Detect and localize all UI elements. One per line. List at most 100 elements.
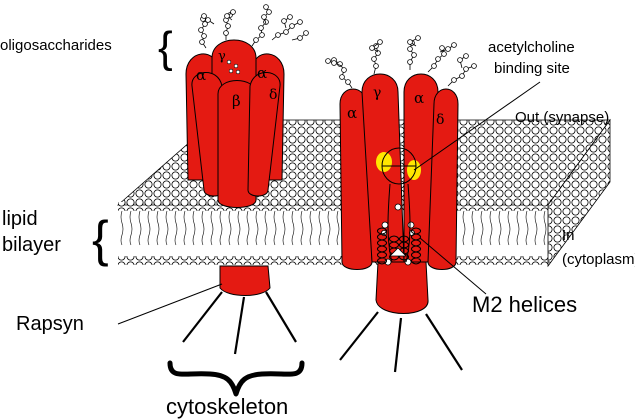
- label-m2-helices: M2 helices: [472, 292, 577, 317]
- lipid-tail: [480, 210, 484, 246]
- right-label-gamma: γ: [373, 85, 381, 101]
- label-rapsyn: Rapsyn: [16, 313, 84, 335]
- lipid-tail: [534, 210, 538, 246]
- lipid-tail: [210, 210, 214, 246]
- right-receptor: α γ α δ: [325, 35, 477, 373]
- label-cytoskeleton: cytoskeleton: [166, 394, 288, 419]
- sugar-residue: [441, 51, 447, 57]
- left-label-delta: δ: [269, 87, 277, 103]
- helix-coil: [403, 235, 410, 261]
- sugar-residue: [411, 52, 417, 58]
- sugar-residue: [339, 74, 345, 80]
- right-oligosaccharide-chains: [325, 35, 477, 89]
- lipid-tail: [273, 210, 277, 246]
- left-label-gamma: γ: [218, 49, 226, 64]
- sugar-residue: [415, 35, 421, 41]
- label-ach-site-line1: acetylcholine: [488, 39, 575, 56]
- helix-coil: [410, 227, 417, 265]
- pointer-m2-helices: [419, 237, 487, 295]
- sugar-residue: [345, 79, 351, 85]
- lipid-tail: [300, 210, 304, 246]
- sugar-residue: [331, 60, 337, 66]
- sugar-residue: [451, 77, 457, 83]
- sugar-residue: [199, 39, 205, 45]
- right-label-alpha-2: α: [414, 89, 424, 107]
- sugar-residue: [325, 58, 331, 64]
- lipid-tail: [237, 210, 241, 246]
- sugar-residue: [341, 67, 347, 73]
- lipid-tail: [156, 210, 160, 246]
- rapsyn-protein: [182, 265, 297, 355]
- sugar-chain-link: [263, 6, 270, 25]
- cytoskeleton-filament-1: [182, 291, 223, 343]
- right-cytoplasmic-domain: [375, 261, 429, 314]
- lipid-tail: [192, 210, 196, 246]
- sugar-residue: [373, 63, 379, 69]
- membrane-front-upper-heads: [118, 202, 548, 211]
- sugar-residue: [266, 9, 272, 15]
- lipid-tail: [489, 210, 493, 246]
- sugar-residue: [201, 33, 207, 39]
- right-label-delta: δ: [436, 112, 444, 128]
- sugar-residue: [230, 9, 236, 15]
- lipid-tail: [228, 210, 232, 246]
- sugar-residue: [297, 35, 303, 41]
- cytoskeleton-filament-2: [233, 296, 246, 355]
- sugar-residue: [407, 46, 413, 52]
- lipid-tail: [507, 210, 511, 246]
- helix-coil: [376, 227, 383, 265]
- sugar-residue: [377, 39, 383, 45]
- helix-coil: [381, 227, 388, 265]
- binding-site-left: [376, 152, 392, 172]
- lipid-tail: [282, 210, 286, 246]
- cytoskeleton-filament-5: [393, 317, 403, 373]
- sugar-residue: [471, 63, 477, 69]
- lipid-tail: [291, 210, 295, 246]
- lipid-tail: [183, 210, 187, 246]
- sugar-residue: [463, 53, 469, 59]
- rapsyn-body: [219, 265, 271, 296]
- helix-coil: [398, 235, 405, 261]
- lipid-tail: [219, 210, 223, 246]
- sugar-residue: [258, 25, 264, 31]
- sugar-residue: [259, 32, 265, 38]
- sugar-residue: [201, 13, 207, 19]
- lipid-tail: [471, 210, 475, 246]
- sugar-residue: [407, 59, 413, 65]
- pore-lining-right: [405, 183, 411, 263]
- sugar-residue: [253, 37, 259, 43]
- lipid-tail: [255, 210, 259, 246]
- left-gamma-dots: [226, 59, 241, 75]
- sugar-residue: [445, 46, 451, 52]
- sugar-residue: [225, 23, 231, 29]
- brace-oligosaccharides: {: [158, 23, 173, 72]
- sugar-residue: [224, 13, 230, 19]
- sugar-residue: [369, 45, 375, 51]
- cytoskeleton-filament-6: [425, 313, 463, 371]
- left-label-alpha-2: α: [257, 64, 267, 82]
- lipid-tail: [174, 210, 178, 246]
- lipid-tail: [138, 210, 142, 246]
- lipid-tail: [165, 210, 169, 246]
- brace-lipid-bilayer: {: [92, 211, 109, 267]
- helix-coil: [415, 227, 422, 265]
- left-oligosaccharide-chains: [198, 4, 309, 49]
- lipid-tail: [147, 210, 151, 246]
- sugar-residue: [275, 32, 281, 38]
- lipid-tail: [336, 210, 340, 246]
- right-label-alpha-1: α: [347, 104, 357, 122]
- lipid-tail: [543, 210, 547, 246]
- lipid-tail: [327, 210, 331, 246]
- left-subunit-delta: [247, 72, 281, 197]
- cytoskeleton-filament-4: [339, 311, 379, 361]
- pointer-rapsyn: [117, 283, 223, 325]
- sugar-residue: [202, 21, 208, 27]
- sugar-residue: [439, 45, 445, 51]
- helix-coil: [393, 235, 400, 261]
- sugar-residue: [287, 14, 293, 20]
- lipid-tail: [201, 210, 205, 246]
- sugar-residue: [281, 18, 287, 24]
- lipid-tail: [264, 210, 268, 246]
